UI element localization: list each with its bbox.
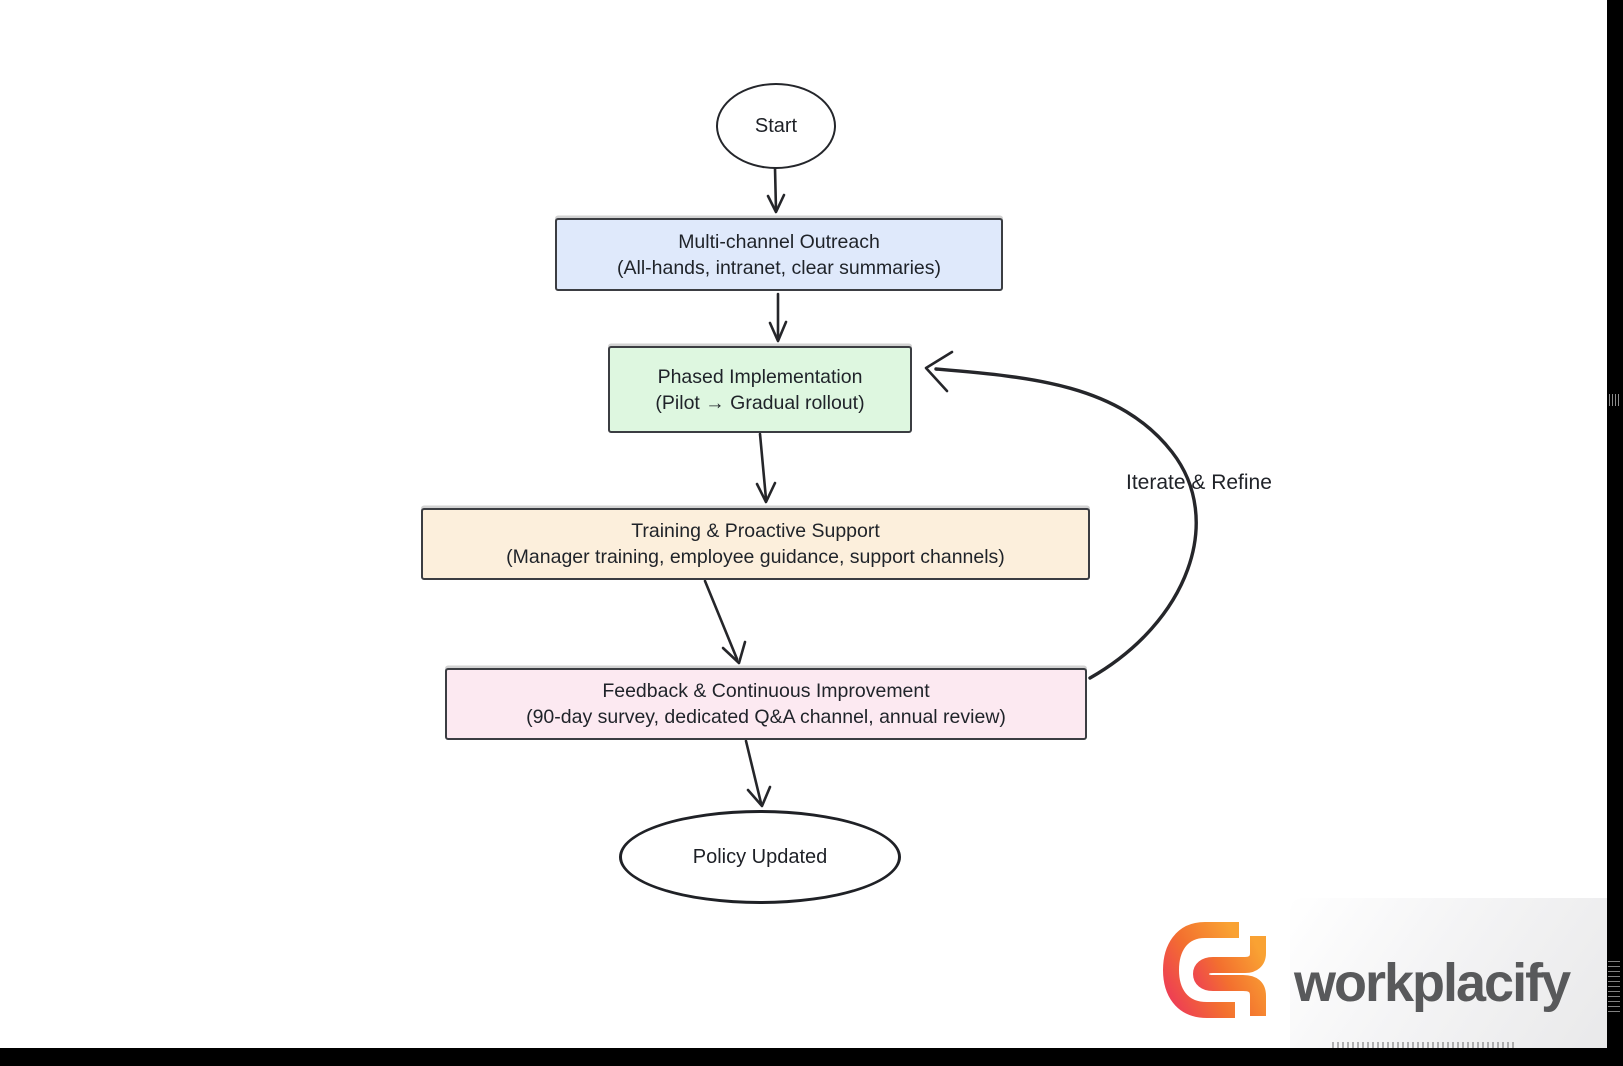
arrow-feedback-to-end <box>744 739 772 808</box>
node-policy-updated: Policy Updated <box>619 810 901 904</box>
workplacify-mark-icon <box>1163 922 1266 1018</box>
node-subtitle: (90-day survey, dedicated Q&A channel, a… <box>526 706 1006 728</box>
node-title: Training & Proactive Support <box>631 520 880 542</box>
workplacify-wordmark: workplacify <box>1294 953 1571 1013</box>
iterate-refine-label: Iterate & Refine <box>1126 471 1272 494</box>
arrow-start-to-outreach <box>766 166 786 214</box>
node-start: Start <box>716 83 836 169</box>
arrow-outreach-to-phased <box>768 292 788 343</box>
node-feedback-improvement: Feedback & Continuous Improvement (90-da… <box>445 668 1087 740</box>
frame-bar-right <box>1607 0 1623 1066</box>
node-subtitle: (Manager training, employee guidance, su… <box>506 546 1005 568</box>
node-start-label: Start <box>754 114 798 137</box>
arrow-training-to-feedback <box>703 579 747 665</box>
node-phased-implementation: Phased Implementation (Pilot → Gradual r… <box>608 346 912 433</box>
arrow-phased-to-training <box>755 432 777 504</box>
node-title: Phased Implementation <box>657 365 863 388</box>
arrow-iterate-loop <box>924 350 1198 680</box>
node-subtitle: (Pilot → Gradual rollout) <box>655 391 865 414</box>
node-multi-channel-outreach: Multi-channel Outreach (All-hands, intra… <box>555 218 1003 291</box>
frame-bar-bottom <box>0 1048 1623 1066</box>
scan-noise-edge <box>1609 394 1620 406</box>
node-subtitle: (All-hands, intranet, clear summaries) <box>616 256 942 279</box>
node-title: Feedback & Continuous Improvement <box>602 680 930 702</box>
scan-noise-right <box>1608 960 1620 1012</box>
scan-noise-strip <box>1332 1042 1517 1049</box>
node-training-support: Training & Proactive Support (Manager tr… <box>421 508 1090 580</box>
node-title: Multi-channel Outreach <box>678 230 880 253</box>
logo-background-wash <box>1290 898 1607 1048</box>
node-end-label: Policy Updated <box>692 845 828 868</box>
